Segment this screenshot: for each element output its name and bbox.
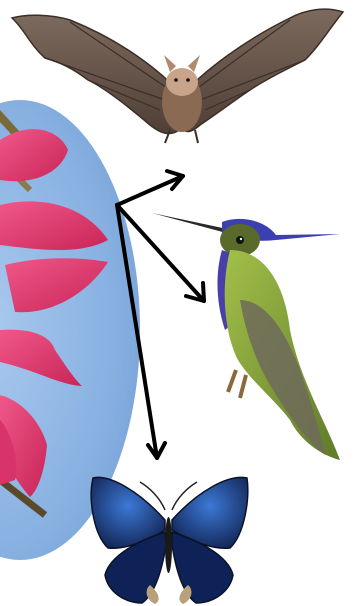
hummingbird-icon (152, 213, 345, 460)
butterfly-icon (91, 477, 247, 604)
